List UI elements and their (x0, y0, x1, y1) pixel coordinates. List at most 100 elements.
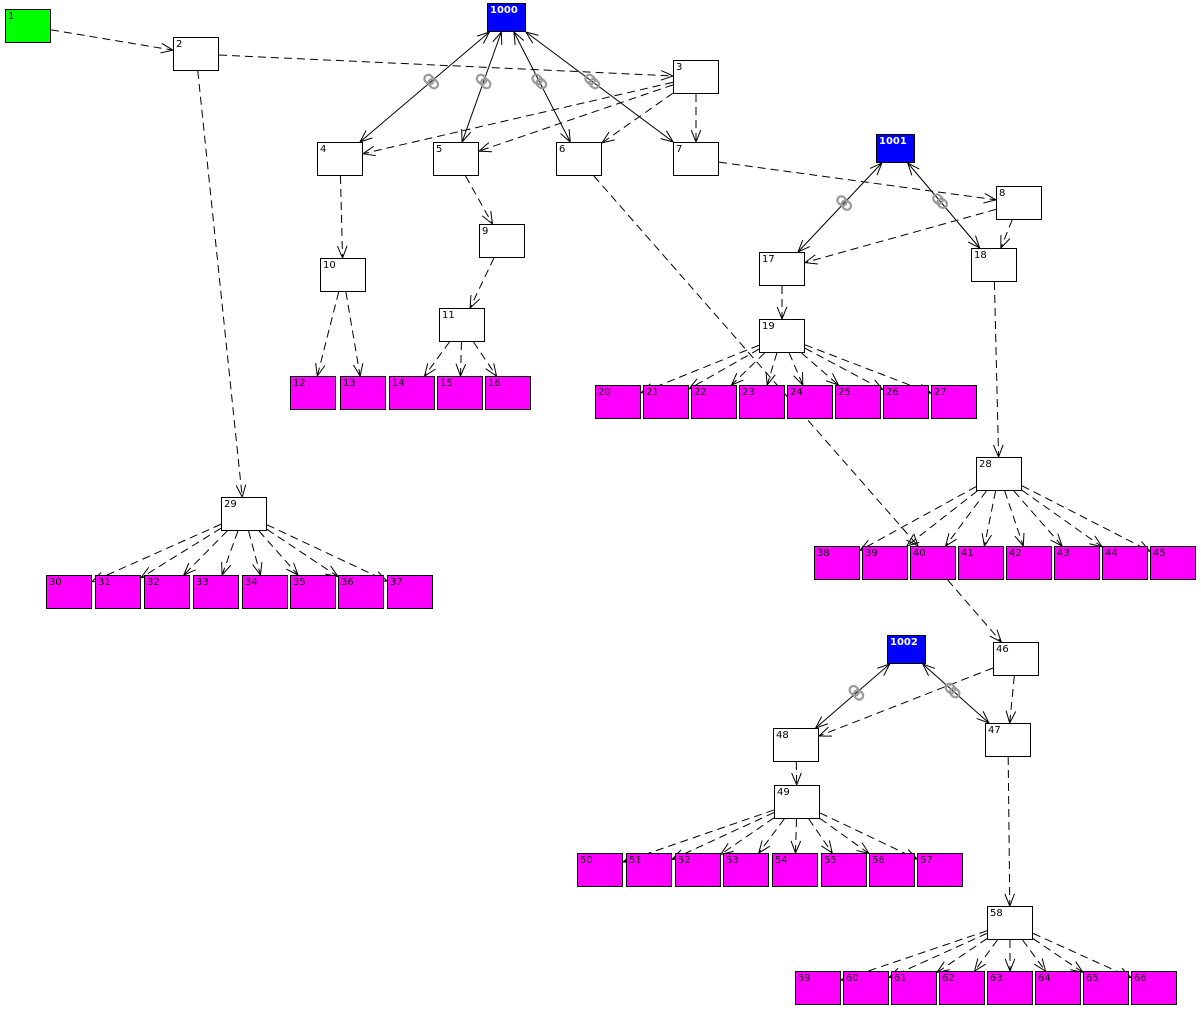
node-label: 52 (678, 855, 691, 866)
node-48[interactable]: 48 (773, 728, 819, 762)
node-58[interactable]: 58 (987, 906, 1033, 940)
edge-29-35 (258, 530, 299, 576)
edge-46-48 (818, 667, 994, 737)
node-32[interactable]: 32 (144, 575, 190, 609)
node-label: 57 (920, 855, 933, 866)
node-52[interactable]: 52 (675, 853, 721, 887)
node-37[interactable]: 37 (387, 575, 433, 609)
node-7[interactable]: 7 (673, 142, 719, 176)
node-label: 21 (646, 387, 659, 398)
node-62[interactable]: 62 (939, 971, 985, 1005)
edge-19-24-arrowhead (793, 371, 804, 387)
node-61[interactable]: 61 (891, 971, 937, 1005)
node-54[interactable]: 54 (772, 853, 818, 887)
edge-19-24 (788, 352, 804, 386)
node-28[interactable]: 28 (976, 457, 1022, 491)
node-36[interactable]: 36 (338, 575, 384, 609)
edge-1000-4-arrowhead-back (476, 31, 491, 44)
node-43[interactable]: 43 (1054, 546, 1100, 580)
node-41[interactable]: 41 (958, 546, 1004, 580)
node-16[interactable]: 16 (485, 376, 531, 410)
node-13[interactable]: 13 (340, 376, 386, 410)
node-24[interactable]: 24 (787, 385, 833, 419)
node-49[interactable]: 49 (774, 785, 820, 819)
node-label: 3 (676, 62, 683, 73)
node-35[interactable]: 35 (290, 575, 336, 609)
node-31[interactable]: 31 (95, 575, 141, 609)
node-33[interactable]: 33 (193, 575, 239, 609)
node-1001[interactable]: 1001 (876, 134, 915, 163)
node-1000[interactable]: 1000 (487, 3, 526, 32)
node-label: 5 (436, 144, 443, 155)
edge-3-4 (362, 81, 674, 155)
node-25[interactable]: 25 (835, 385, 881, 419)
node-label: 39 (865, 548, 878, 559)
node-40[interactable]: 40 (910, 546, 956, 580)
edge-46-47 (1009, 675, 1015, 724)
edge-1000-4 (359, 31, 490, 143)
node-55[interactable]: 55 (821, 853, 867, 887)
node-label: 4 (320, 144, 327, 155)
node-1[interactable]: 1 (5, 9, 51, 43)
node-8[interactable]: 8 (996, 186, 1042, 220)
node-51[interactable]: 51 (626, 853, 672, 887)
node-23[interactable]: 23 (739, 385, 785, 419)
node-label: 1 (8, 11, 15, 22)
node-38[interactable]: 38 (814, 546, 860, 580)
node-1002[interactable]: 1002 (887, 635, 926, 664)
node-46[interactable]: 46 (993, 642, 1039, 676)
node-label: 25 (838, 387, 851, 398)
node-label: 9 (482, 226, 489, 237)
node-9[interactable]: 9 (479, 224, 525, 258)
node-2[interactable]: 2 (173, 37, 219, 71)
node-22[interactable]: 22 (691, 385, 737, 419)
node-label: 56 (872, 855, 885, 866)
node-44[interactable]: 44 (1102, 546, 1148, 580)
edge-58-60 (888, 932, 988, 979)
node-17[interactable]: 17 (759, 252, 805, 286)
edge-58-61 (936, 938, 988, 973)
node-26[interactable]: 26 (883, 385, 929, 419)
node-21[interactable]: 21 (643, 385, 689, 419)
node-14[interactable]: 14 (389, 376, 435, 410)
node-59[interactable]: 59 (795, 971, 841, 1005)
node-56[interactable]: 56 (869, 853, 915, 887)
edge-3-5-arrowhead (477, 142, 493, 153)
node-30[interactable]: 30 (46, 575, 92, 609)
node-34[interactable]: 34 (242, 575, 288, 609)
node-57[interactable]: 57 (917, 853, 963, 887)
node-15[interactable]: 15 (437, 376, 483, 410)
node-3[interactable]: 3 (673, 60, 719, 94)
node-4[interactable]: 4 (317, 142, 363, 176)
node-12[interactable]: 12 (290, 376, 336, 410)
node-39[interactable]: 39 (862, 546, 908, 580)
node-6[interactable]: 6 (556, 142, 602, 176)
node-label: 38 (817, 548, 830, 559)
node-29[interactable]: 29 (221, 497, 267, 531)
node-45[interactable]: 45 (1150, 546, 1196, 580)
node-63[interactable]: 63 (987, 971, 1033, 1005)
node-64[interactable]: 64 (1035, 971, 1081, 1005)
node-27[interactable]: 27 (931, 385, 977, 419)
node-66[interactable]: 66 (1131, 971, 1177, 1005)
node-19[interactable]: 19 (759, 319, 805, 353)
node-label: 10 (323, 260, 336, 271)
node-label: 24 (790, 387, 803, 398)
node-10[interactable]: 10 (320, 258, 366, 292)
node-20[interactable]: 20 (595, 385, 641, 419)
node-47[interactable]: 47 (985, 723, 1031, 757)
node-18[interactable]: 18 (971, 248, 1017, 282)
node-60[interactable]: 60 (843, 971, 889, 1005)
node-65[interactable]: 65 (1083, 971, 1129, 1005)
edge-4-10 (339, 175, 344, 259)
node-11[interactable]: 11 (439, 308, 485, 342)
edge-49-52-arrowhead (719, 843, 734, 855)
node-label: 62 (942, 973, 955, 984)
node-5[interactable]: 5 (433, 142, 479, 176)
edge-1000-5-arrowhead-back (492, 30, 503, 46)
node-53[interactable]: 53 (723, 853, 769, 887)
node-42[interactable]: 42 (1006, 546, 1052, 580)
edge-1002-47-arrowhead-back (921, 663, 936, 676)
node-50[interactable]: 50 (577, 853, 623, 887)
